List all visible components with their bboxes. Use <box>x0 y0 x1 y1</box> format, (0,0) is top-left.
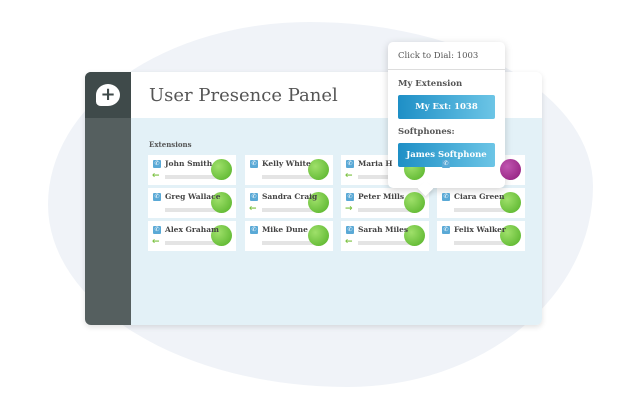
extensions-heading: Extensions <box>149 140 192 149</box>
extension-name: Kelly White <box>262 159 311 168</box>
extension-card[interactable]: ✆ Alex Graham ← <box>148 221 236 251</box>
phone-icon[interactable]: ✆ <box>153 193 161 201</box>
extension-name: Ciara Green <box>454 192 505 201</box>
extension-name: Alex Graham <box>165 225 219 234</box>
call-direction-icon: ← <box>345 237 353 247</box>
content: Extensions ✆ John Smith ← ✆ Kelly White … <box>131 118 542 325</box>
page-title: User Presence Panel <box>149 85 338 106</box>
phone-icon[interactable]: ✆ <box>153 226 161 234</box>
status-bar <box>262 241 316 245</box>
extension-card[interactable]: ✆ Sandra Craig ← <box>245 188 333 218</box>
extension-name: Felix Walker <box>454 225 506 234</box>
extension-card[interactable]: ✆ Greg Wallace <box>148 188 236 218</box>
extension-card[interactable]: ✆ Felix Walker <box>437 221 525 251</box>
my-ext-button[interactable]: My Ext: 1038 <box>398 95 495 119</box>
extension-card[interactable]: ✆ Peter Mills → <box>341 188 429 218</box>
status-bar <box>454 208 508 212</box>
extension-name: Mike Dune <box>262 225 308 234</box>
phone-icon[interactable]: ✆ <box>346 193 354 201</box>
presence-status-indicator <box>211 192 232 213</box>
extension-card[interactable]: ✆ John Smith ← <box>148 155 236 185</box>
extension-name: Sarah Miles <box>358 225 409 234</box>
sidebar: + <box>85 72 131 325</box>
presence-window: + User Presence Panel Extensions ✆ John … <box>85 72 542 325</box>
status-bar <box>262 208 316 212</box>
extension-card[interactable]: ✆ Kelly White <box>245 155 333 185</box>
call-direction-icon: ← <box>249 204 257 214</box>
phone-icon[interactable]: ✆ <box>346 160 354 168</box>
presence-status-indicator <box>308 192 329 213</box>
phone-icon[interactable]: ✆ <box>153 160 161 168</box>
extension-name: Maria H <box>358 159 393 168</box>
extension-card[interactable]: ✆ Sarah Miles ← <box>341 221 429 251</box>
status-bar <box>358 241 412 245</box>
extension-name: Peter Mills <box>358 192 405 201</box>
status-bar <box>262 175 316 179</box>
presence-status-indicator <box>308 159 329 180</box>
call-direction-icon: → <box>345 204 353 214</box>
status-bar <box>454 241 508 245</box>
call-direction-icon: ← <box>345 171 353 181</box>
call-direction-icon: ← <box>152 237 160 247</box>
phone-icon[interactable]: ✆ <box>250 226 258 234</box>
phone-icon[interactable]: ✆ <box>250 160 258 168</box>
extension-name: John Smith <box>165 159 213 168</box>
call-direction-icon: ← <box>152 171 160 181</box>
softphones-label: Softphones: <box>398 127 455 137</box>
phone-icon[interactable]: ✆ <box>250 193 258 201</box>
presence-status-indicator <box>500 225 521 246</box>
presence-status-indicator <box>404 225 425 246</box>
phone-icon[interactable]: ✆ <box>346 226 354 234</box>
presence-status-indicator <box>308 225 329 246</box>
presence-status-indicator <box>211 159 232 180</box>
status-bar <box>165 208 219 212</box>
phone-icon[interactable]: ✆ <box>442 226 450 234</box>
chat-plus-icon[interactable]: + <box>96 84 120 106</box>
sidebar-header: + <box>85 72 131 118</box>
presence-status-indicator <box>211 225 232 246</box>
phone-icon[interactable]: ✆ <box>442 160 450 168</box>
presence-status-indicator <box>500 192 521 213</box>
extension-name: Greg Wallace <box>165 192 221 201</box>
dial-header: Click to Dial: 1003 <box>388 42 505 70</box>
phone-icon[interactable]: ✆ <box>442 193 450 201</box>
status-bar <box>358 208 412 212</box>
my-extension-label: My Extension <box>398 79 463 89</box>
extension-card[interactable]: ✆ Mike Dune <box>245 221 333 251</box>
presence-status-indicator <box>404 192 425 213</box>
presence-status-indicator <box>500 159 521 180</box>
extension-card[interactable]: ✆ Ciara Green <box>437 188 525 218</box>
status-bar <box>165 175 219 179</box>
status-bar <box>358 175 412 179</box>
status-bar <box>165 241 219 245</box>
extension-name: Sandra Craig <box>262 192 318 201</box>
